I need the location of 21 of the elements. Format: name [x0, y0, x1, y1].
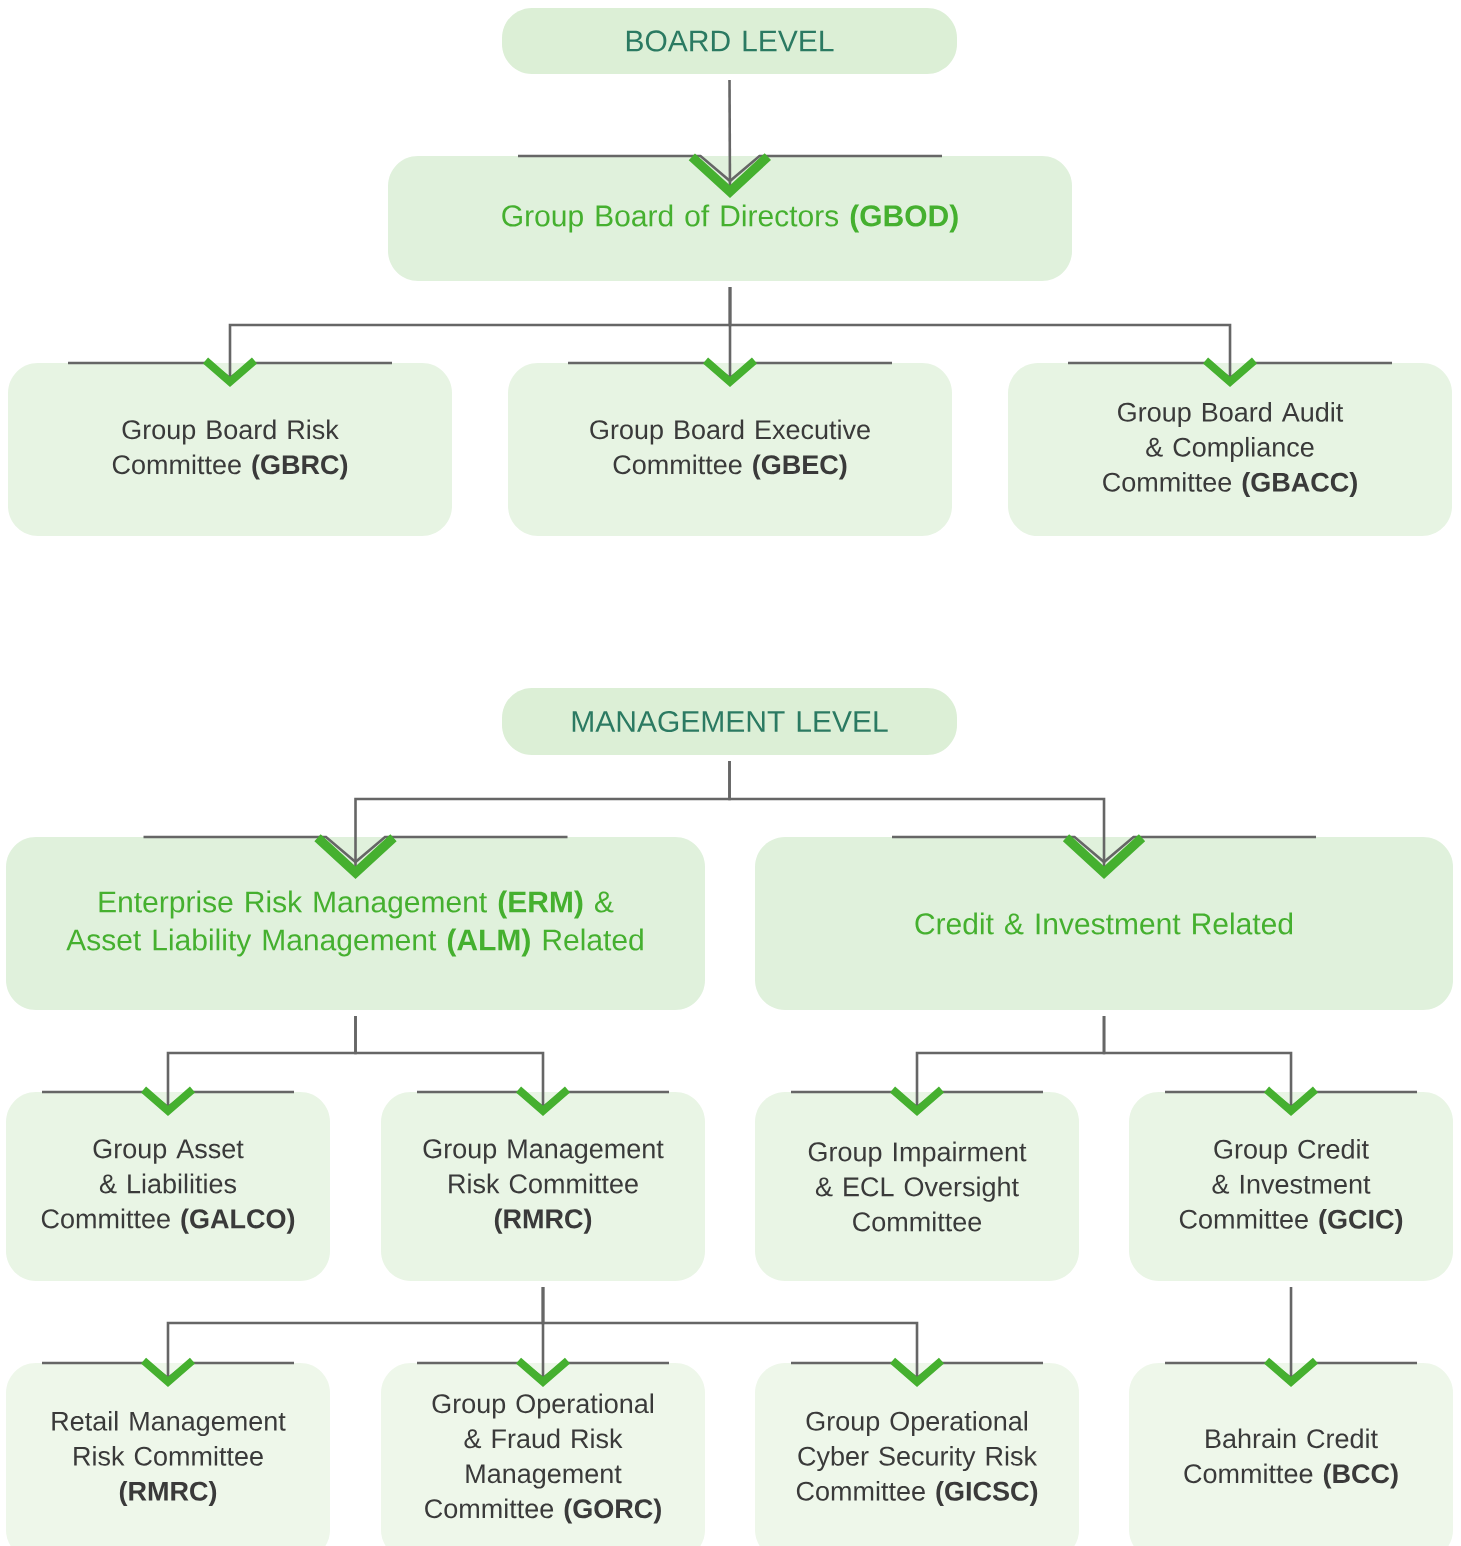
committee-box: Retail Management Risk Committee (RMRC): [6, 1363, 330, 1546]
committee-box: Group Board Audit & Compliance Committee (GBACC): [1008, 363, 1452, 536]
connector-arrow: [354, 1016, 571, 1116]
group-box: Credit & Investment Related: [755, 837, 1453, 1010]
level-banner: BOARD LEVEL: [502, 8, 957, 74]
group-box: Enterprise Risk Management (ERM) & Asset Liability Management (ALM) Related: [6, 837, 705, 1010]
connector-arrow: [541, 1287, 945, 1387]
connector-arrow: [1102, 1016, 1319, 1116]
committee-box: Group Impairment & ECL Oversight Committee: [755, 1092, 1079, 1281]
connector-arrow: [728, 761, 1146, 879]
committee-box: Group Board Executive Committee (GBEC): [508, 363, 952, 536]
committee-box: Group Board Risk Committee (GBRC): [8, 363, 452, 536]
level-banner: MANAGEMENT LEVEL: [502, 688, 957, 755]
committee-box: Bahrain Credit Committee (BCC): [1129, 1363, 1453, 1546]
committee-box: Group Operational & Fraud Risk Management Committee (GORC): [381, 1363, 705, 1546]
group-box: Group Board of Directors (GBOD): [388, 156, 1072, 281]
committee-box: Group Credit & Investment Committee (GCIC): [1129, 1092, 1453, 1281]
committee-box: Group Operational Cyber Security Risk Committee (GICSC): [755, 1363, 1079, 1546]
committee-box: Group Asset & Liabilities Committee (GALCO): [6, 1092, 330, 1281]
connector-arrow: [728, 287, 1258, 387]
committee-box: Group Management Risk Committee (RMRC): [381, 1092, 705, 1281]
